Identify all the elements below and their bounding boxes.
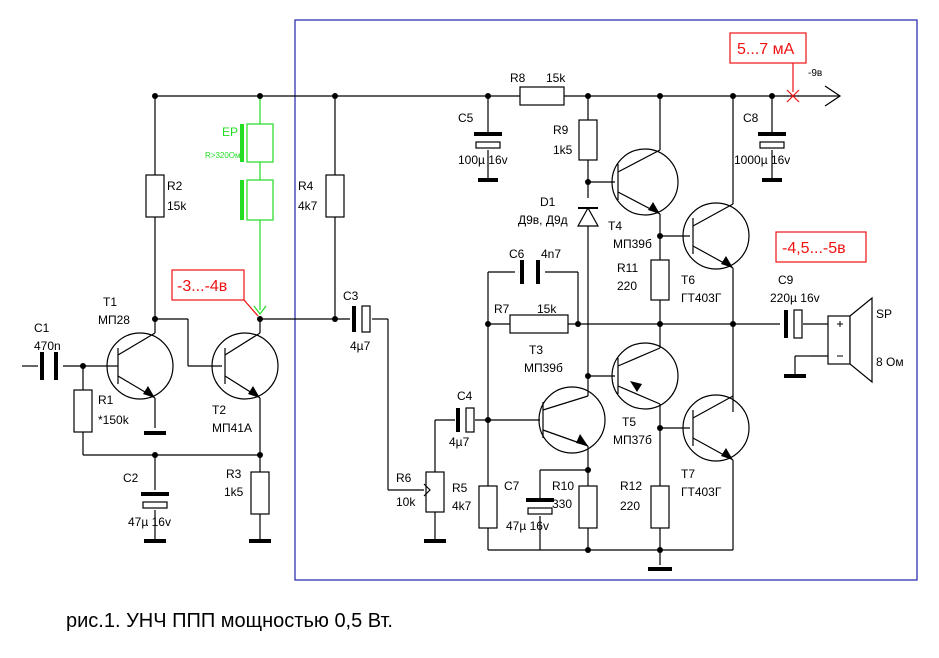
label-t2-ref: T2: [212, 403, 226, 417]
label-c1-ref: C1: [34, 321, 50, 335]
annotations: 5...7 мА -9в -3...-4в -4,5...-5в: [171, 32, 867, 317]
label-r11-ref: R11: [617, 261, 638, 275]
ep-note: R>320Ом: [205, 151, 241, 160]
label-c6-value: 4n7: [541, 247, 561, 261]
label-r2-ref: R2: [167, 179, 183, 193]
label-r10-value: 330: [552, 497, 572, 511]
label-c4-value: 4µ7: [449, 435, 470, 449]
label-r9-ref: R9: [553, 123, 569, 137]
transistor-t6: [682, 202, 750, 270]
transistor-t7: [682, 394, 750, 462]
t2-voltage-label: -3...-4в: [177, 278, 227, 295]
label-r5-value: 4k7: [452, 499, 472, 513]
label-c2-value: 47µ 16v: [128, 515, 171, 529]
label-r10-ref: R10: [552, 479, 574, 493]
midpoint-voltage-label: -4,5...-5в: [782, 240, 846, 257]
resistor-r7: [509, 314, 569, 334]
label-t5-ref: T5: [622, 415, 636, 429]
resistor-r8: [519, 86, 565, 106]
label-c7-value: 47µ 16v: [506, 519, 549, 533]
diode-d1: [576, 206, 600, 227]
component-labels: C1 470n R1 *150k T1 МП28 R2 15k T2 МП41А…: [34, 71, 904, 533]
label-t3-ref: T3: [529, 343, 543, 357]
label-sp-ref: SP: [876, 307, 892, 321]
label-t1-value: МП28: [98, 313, 130, 327]
figure-caption: рис.1. УНЧ ППП мощностью 0,5 Вт.: [66, 610, 393, 632]
label-t4-ref: T4: [608, 219, 622, 233]
label-c5-ref: C5: [458, 111, 474, 125]
speaker-sp: [827, 296, 873, 384]
label-c6-ref: C6: [509, 247, 525, 261]
label-c7-ref: C7: [504, 479, 520, 493]
transistor-t4: [611, 148, 679, 216]
transistor-t5: [611, 342, 679, 410]
label-t2-value: МП41А: [212, 421, 252, 435]
resistor-r3: [250, 471, 270, 515]
label-c9-value: 220µ 16v: [770, 291, 820, 305]
label-c2-ref: C2: [123, 471, 139, 485]
label-r8-ref: R8: [510, 71, 526, 85]
label-c8-ref: C8: [743, 111, 759, 125]
label-t3-value: МП39б: [524, 361, 563, 375]
label-r3-value: 1k5: [224, 485, 244, 499]
label-c3-ref: C3: [343, 289, 359, 303]
label-r7-value: 15k: [537, 302, 557, 316]
potentiometer-r6: [425, 471, 445, 513]
label-r7-ref: R7: [494, 302, 510, 316]
label-t6-value: ГТ403Г: [681, 291, 722, 305]
resistor-r11: [650, 259, 670, 301]
resistor-r10: [578, 485, 598, 529]
label-c9-ref: C9: [778, 273, 794, 287]
resistors: [73, 86, 670, 529]
label-r4-value: 4k7: [298, 199, 318, 213]
wires: [22, 85, 842, 565]
label-t5-value: МП37б: [613, 433, 652, 447]
label-c8-value: 1000µ 16v: [734, 153, 790, 167]
label-t6-ref: T6: [681, 273, 695, 287]
label-c5-value: 100µ 16v: [458, 153, 508, 167]
label-r8-value: 15k: [546, 71, 566, 85]
transistor-t2: [211, 332, 279, 400]
transistor-t3: [538, 386, 606, 454]
grounds: [144, 374, 806, 571]
label-c1-value: 470n: [34, 339, 61, 353]
transistors: [106, 148, 750, 462]
label-r9-value: 1k5: [553, 143, 573, 157]
resistor-r12: [650, 485, 670, 529]
resistor-r2: [145, 174, 165, 218]
label-r12-ref: R12: [620, 479, 642, 493]
transistor-t1: [106, 332, 174, 400]
label-t7-ref: T7: [681, 467, 695, 481]
label-r6-ref: R6: [396, 471, 412, 485]
capacitors: [40, 132, 803, 515]
label-r6-value: 10k: [396, 495, 416, 509]
earphone: EP R>320Ом: [205, 96, 274, 315]
label-r1-ref: R1: [98, 393, 114, 407]
label-r11-value: 220: [617, 279, 637, 293]
resistor-r1: [73, 389, 93, 433]
label-t7-value: ГТ403Г: [681, 485, 722, 499]
label-r12-value: 220: [620, 499, 640, 513]
label-r2-value: 15k: [167, 199, 187, 213]
label-t1-ref: T1: [103, 295, 117, 309]
supply-label: -9в: [808, 68, 822, 79]
resistor-r5: [478, 485, 498, 529]
resistor-r4: [325, 174, 345, 218]
resistor-r9: [578, 119, 598, 161]
label-c4-ref: C4: [457, 389, 473, 403]
current-label: 5...7 мА: [737, 41, 795, 58]
label-sp-value: 8 Ом: [876, 355, 904, 369]
label-d1-ref: D1: [540, 195, 556, 209]
label-r5-ref: R5: [452, 481, 468, 495]
ep-ref: EP: [222, 125, 238, 139]
output-stage-frame: [294, 19, 918, 581]
label-c3-value: 4µ7: [350, 339, 371, 353]
junctions: [80, 93, 775, 553]
label-d1-value: Д9в, Д9д: [518, 213, 568, 227]
label-r4-ref: R4: [298, 179, 314, 193]
label-r3-ref: R3: [226, 467, 242, 481]
label-t4-value: МП39б: [613, 237, 652, 251]
label-r1-value: *150k: [98, 413, 130, 427]
